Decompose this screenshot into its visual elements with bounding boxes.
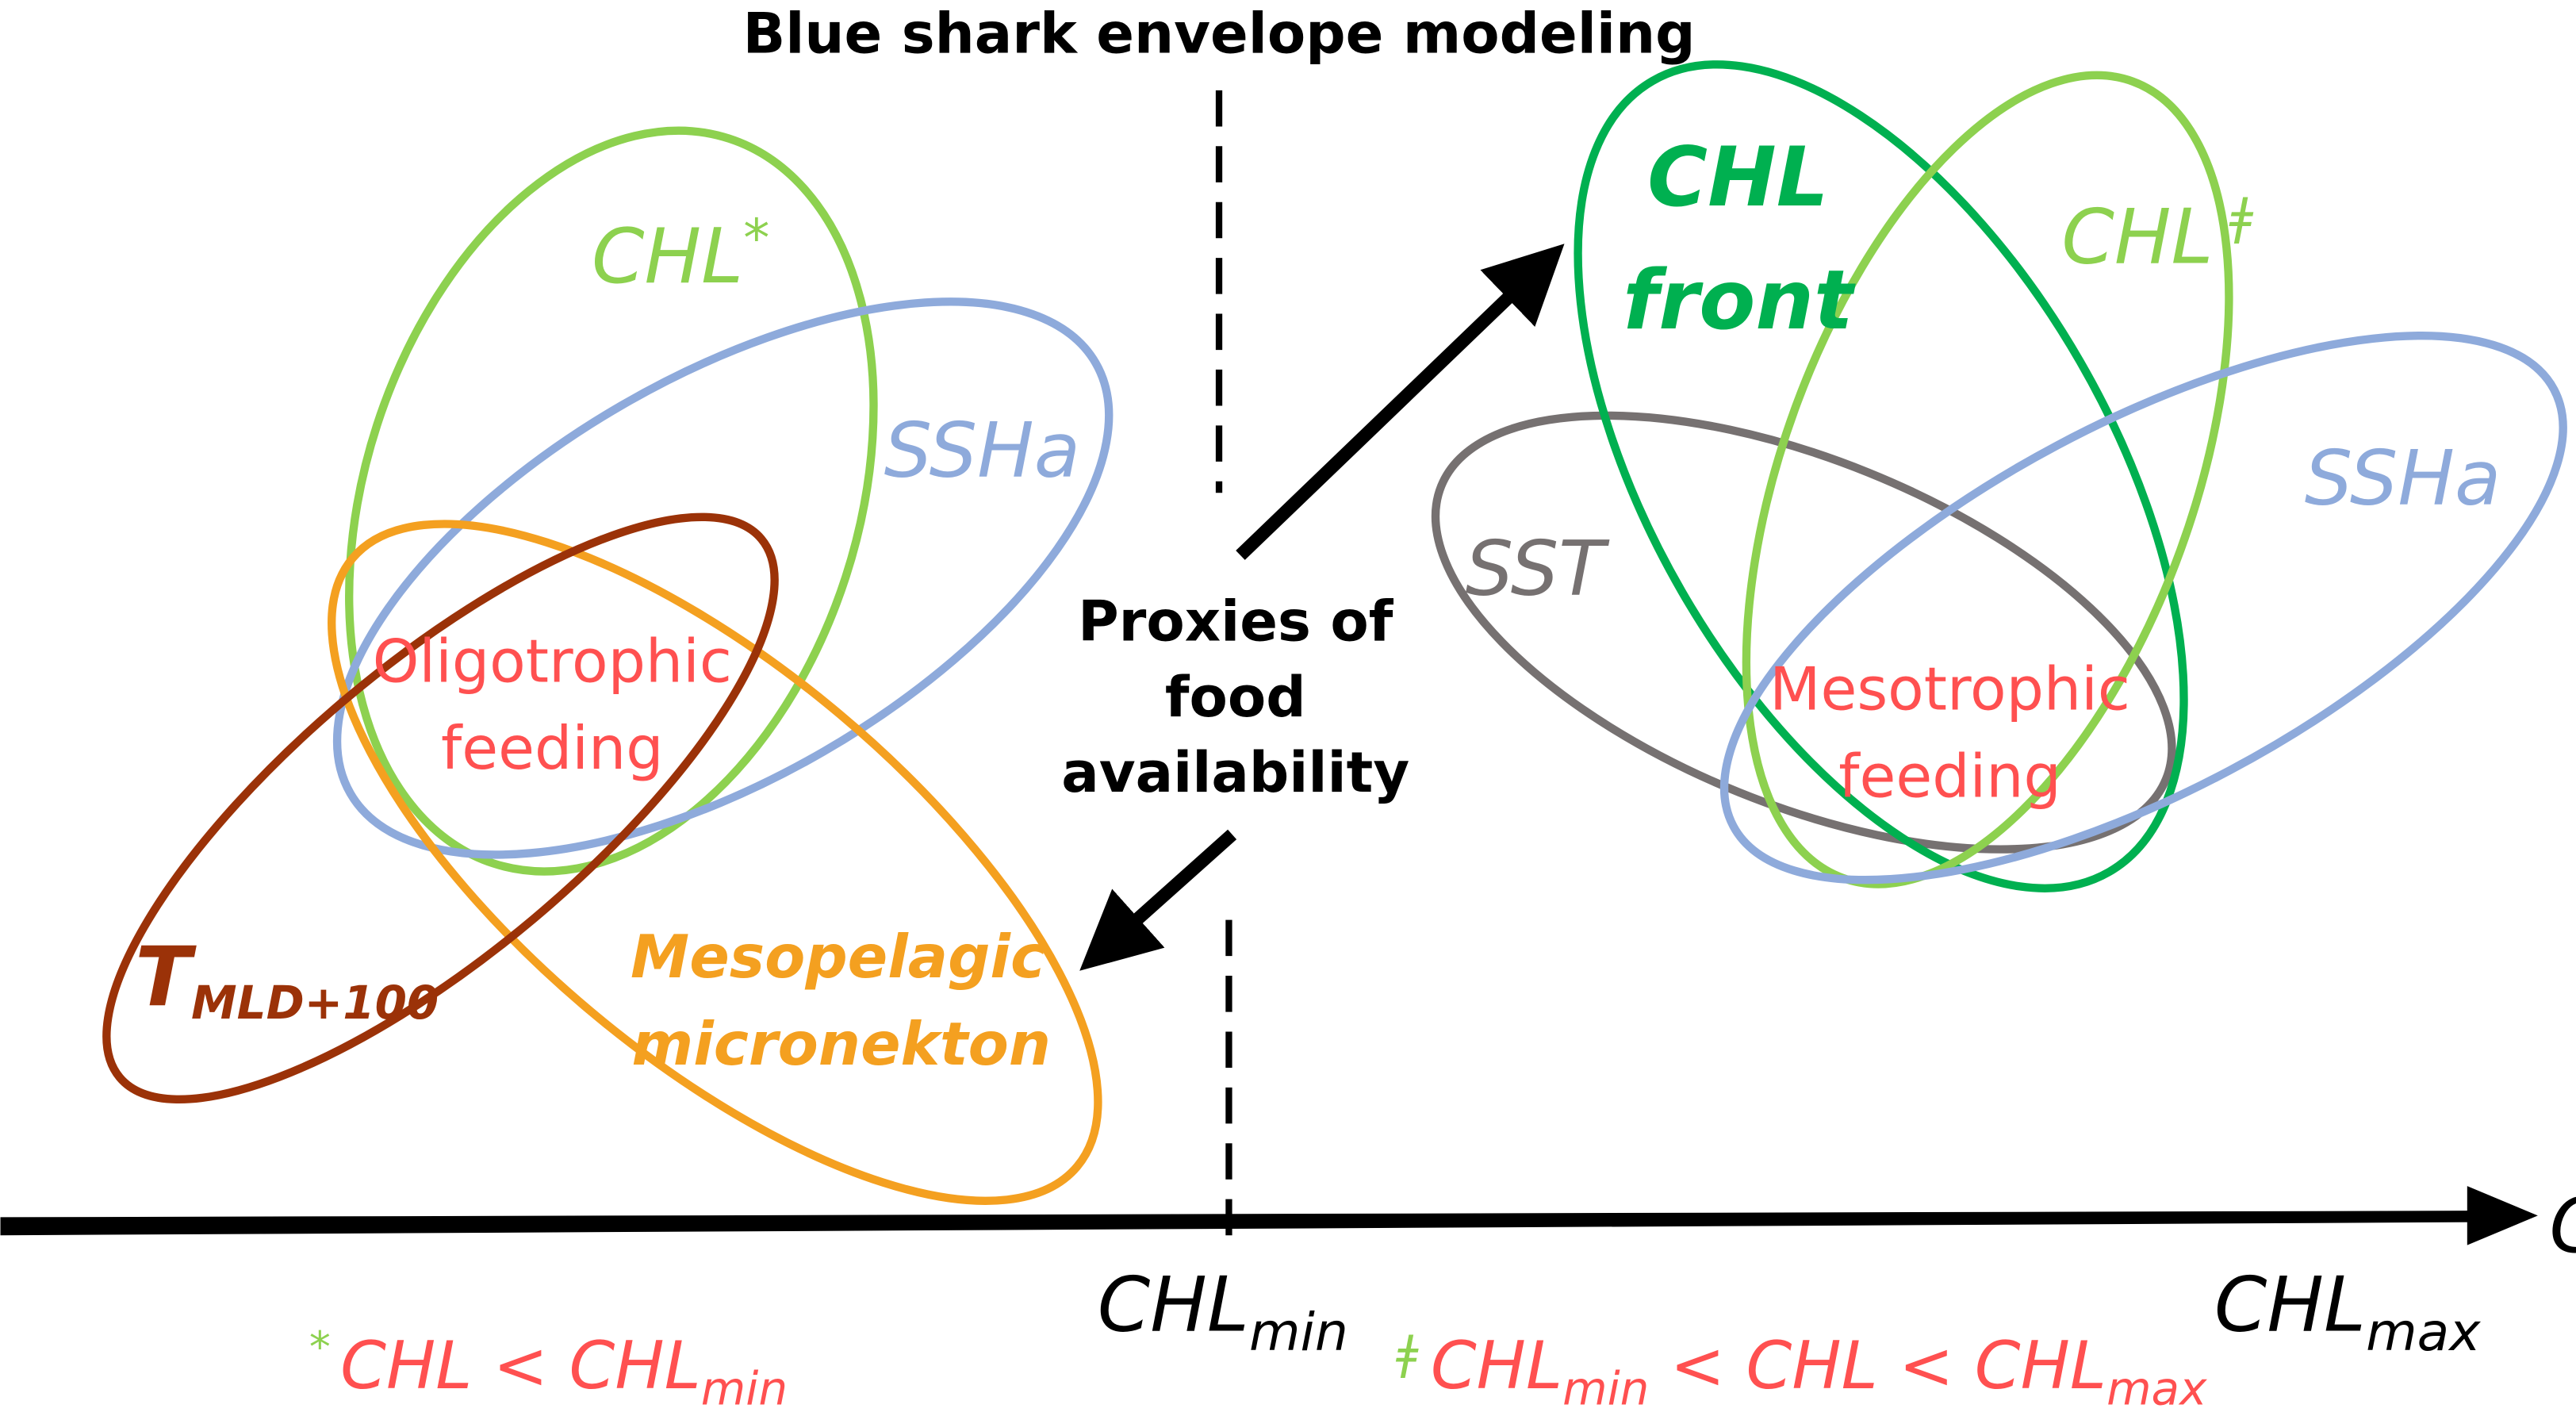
proxies-label-1: Proxies of — [1078, 589, 1394, 654]
ellipse-chl-front — [1574, 60, 2188, 892]
ellipse-meso-left — [328, 520, 1102, 1205]
label-oligotrophic-feeding: feeding — [441, 714, 664, 783]
label-mesopelagic: Mesopelagic — [631, 923, 1045, 992]
ellipse-sst-right — [1431, 411, 2176, 854]
diagram-title: Blue shark envelope modeling — [743, 1, 1696, 66]
axis-label-chl: CHL — [2549, 1183, 2576, 1270]
label-chl-left: CHL* — [592, 207, 769, 301]
axis-chl-max: CHLmax — [2214, 1261, 2481, 1363]
legend-oligotrophic-condition: *CHL < CHLmin — [309, 1322, 788, 1416]
proxies-label-3: availability — [1061, 740, 1409, 805]
label-sst-right: SST — [1466, 526, 1611, 613]
ellipse-ssha-left — [332, 297, 1114, 859]
label-mesotrophic: Mesotrophic — [1769, 655, 2130, 724]
label-oligotrophic: Oligotrophic — [373, 627, 732, 696]
label-tmld: TMLD+100 — [135, 930, 439, 1030]
label-chl-front-1: CHL — [1647, 130, 1829, 225]
proxies-label-2: food — [1165, 665, 1306, 730]
ellipse-tmld-left — [102, 512, 779, 1103]
label-mesotrophic-feeding: feeding — [1838, 742, 2061, 811]
label-micronekton: micronekton — [632, 1010, 1051, 1079]
chl-axis — [0, 1211, 2478, 1236]
label-ssha-left: SSHa — [884, 408, 1081, 495]
label-ssha-right: SSHa — [2305, 436, 2501, 523]
arrow-to-mesopelagic — [1079, 829, 1237, 971]
chl-axis-arrowhead — [2467, 1186, 2538, 1245]
label-chl-front-2: front — [1623, 253, 1856, 348]
arrow-to-chl-front — [1236, 244, 1565, 560]
ellipse-ssha-right — [1719, 332, 2567, 885]
ellipse-chl-left — [345, 126, 878, 876]
axis-chl-min: CHLmin — [1098, 1261, 1348, 1363]
